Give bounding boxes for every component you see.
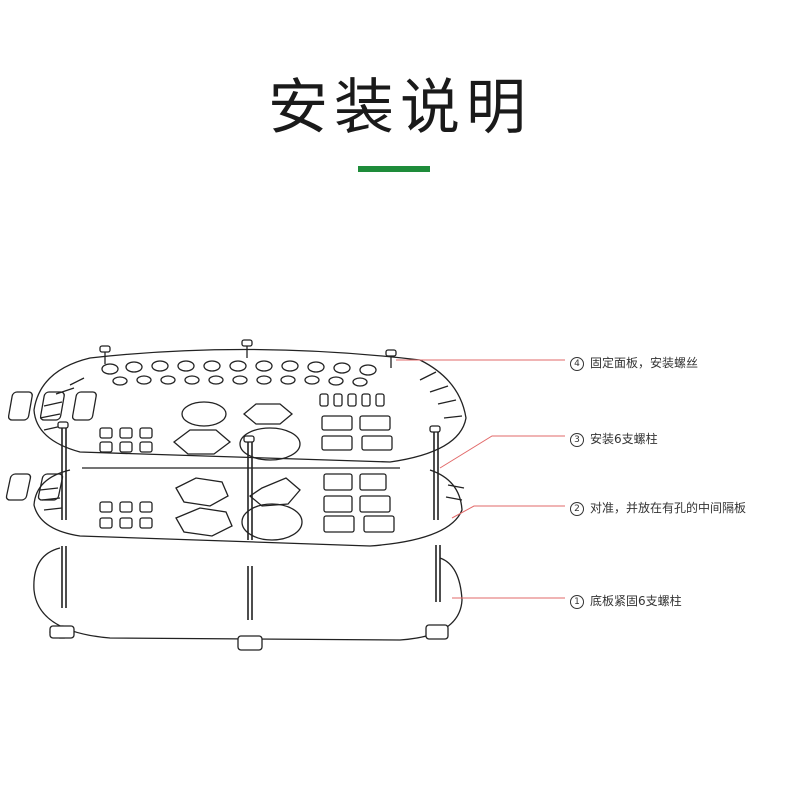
bottom-plate: [33, 547, 463, 651]
step-number-badge: 1: [570, 595, 584, 609]
step-number-badge: 3: [570, 433, 584, 447]
standoffs-upper: [61, 428, 439, 540]
top-plate: [7, 348, 467, 463]
step-text: 固定面板，安装螺丝: [590, 356, 699, 370]
screws: [57, 339, 441, 443]
title-underline: [358, 166, 430, 172]
step-text: 安装6支螺柱: [590, 432, 658, 446]
page-title: 安装说明: [268, 73, 532, 143]
middle-plate: [5, 467, 465, 547]
step-4-label: 4 固定面板，安装螺丝: [570, 354, 698, 371]
step-number-badge: 4: [570, 357, 584, 371]
top-plate-rim-slots: [39, 360, 463, 431]
step-3-label: 3 安装6支螺柱: [570, 430, 658, 447]
step-1-label: 1 底板紧固6支螺柱: [570, 592, 682, 609]
step-text: 对准，并放在有孔的中间隔板: [590, 501, 747, 515]
step-number-badge: 2: [570, 502, 584, 516]
step-text: 底板紧固6支螺柱: [590, 594, 682, 608]
standoffs-lower: [61, 545, 441, 620]
leader-lines: [396, 359, 565, 599]
step-2-label: 2 对准，并放在有孔的中间隔板: [570, 499, 746, 516]
